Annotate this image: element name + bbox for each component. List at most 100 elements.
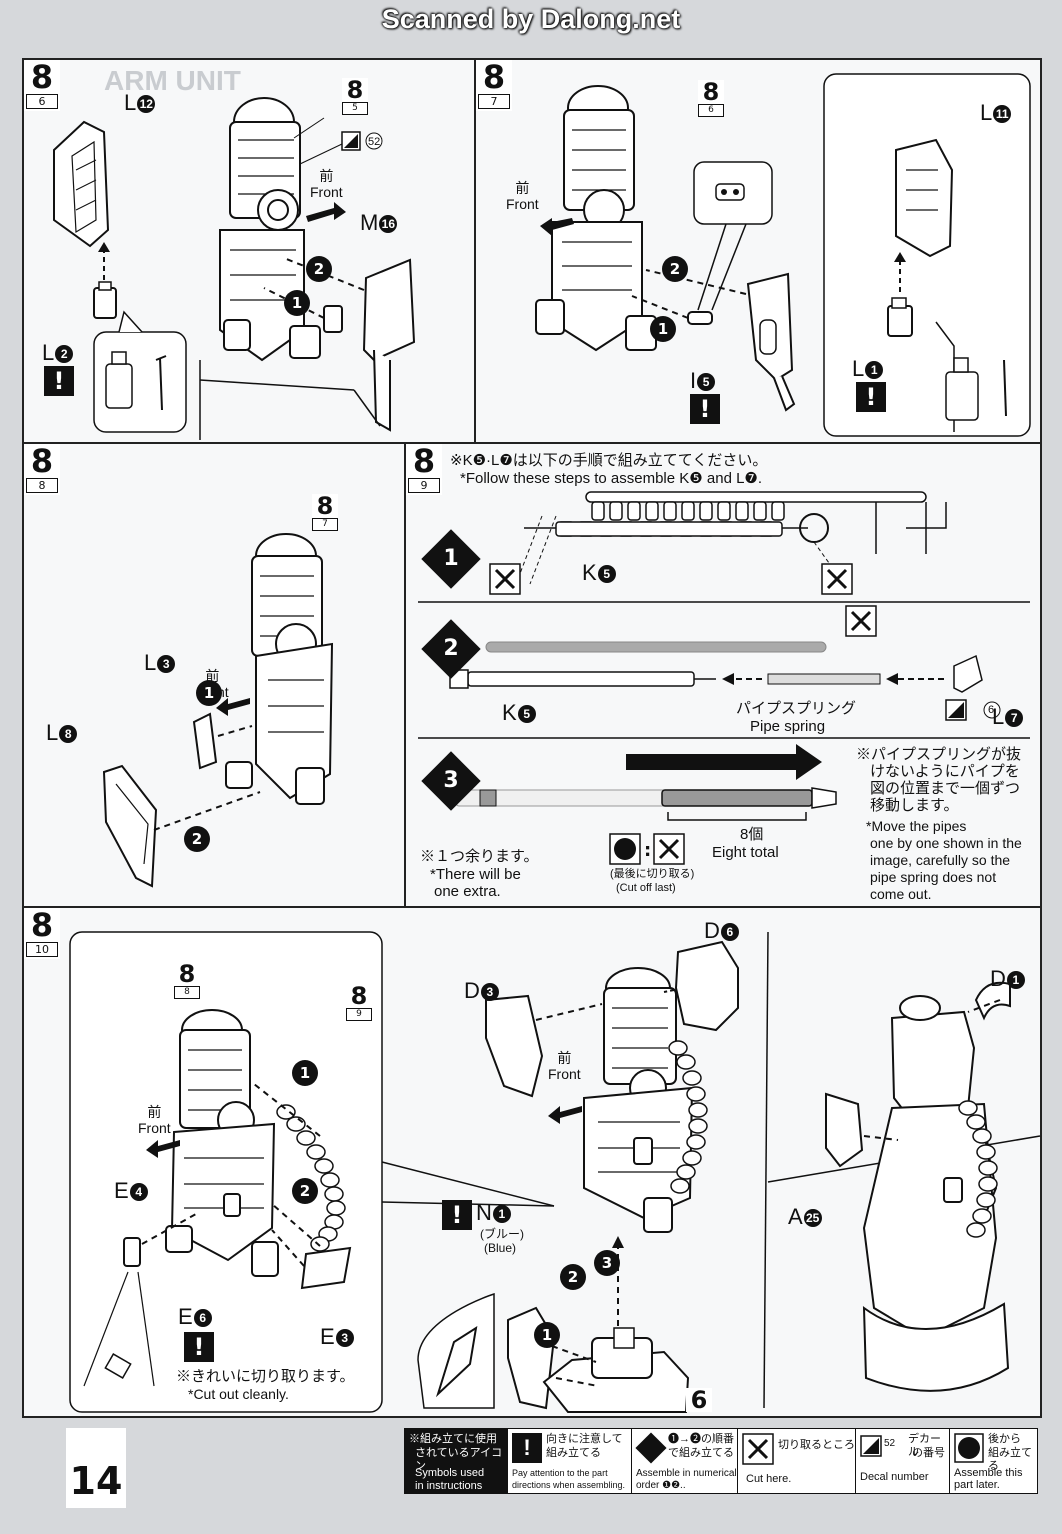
legend-item-attention: ! 向きに注意して 組み立てる Pay attention to the par… xyxy=(507,1429,631,1493)
legend-item-decal: 52 デカール の番号 Decal number xyxy=(855,1429,949,1493)
pipe-segment xyxy=(276,1104,296,1120)
pipe-segment xyxy=(972,1208,992,1224)
runner-gate xyxy=(609,501,623,521)
cut-last-en: (Cut off last) xyxy=(616,882,676,894)
pipe-segment xyxy=(966,1114,986,1130)
runner-gate xyxy=(627,501,641,521)
step-8-10-panel: 8 10 xyxy=(24,908,1042,1418)
svg-text:ARM UNIT: ARM UNIT xyxy=(104,65,241,96)
substep-3-icon: 3 xyxy=(421,751,481,811)
pipe-spring-jp: パイプスプリング xyxy=(736,700,857,717)
pipe-segment xyxy=(976,1192,996,1208)
legend-item-order: ❶→❷の順番 で組み立てる Assemble in numerical orde… xyxy=(631,1429,737,1493)
pipe-spring-en: Pipe spring xyxy=(750,718,826,735)
pipe-segment xyxy=(668,1040,688,1056)
pipe-segment xyxy=(320,1172,340,1188)
pipe-segment xyxy=(686,1086,706,1102)
pipe-segment xyxy=(688,1102,708,1118)
pipe-segment xyxy=(296,1130,316,1146)
cut-here-icon xyxy=(742,1433,774,1465)
pipe-segment xyxy=(682,1150,702,1166)
runner-gate xyxy=(681,501,695,521)
runner-gate xyxy=(771,501,785,521)
count-jp: 8個 xyxy=(740,826,764,843)
substep-2-icon: 2 xyxy=(421,619,481,679)
attention-icon: ! xyxy=(442,1200,472,1230)
pipe-segment xyxy=(682,1070,702,1086)
note-en: *Move the pipes one by one shown in the … xyxy=(866,818,1022,902)
attention-icon: ! xyxy=(512,1433,542,1463)
step-8-8-illustration xyxy=(102,533,334,888)
pipe-segment xyxy=(978,1160,998,1176)
pipe-segment xyxy=(972,1128,992,1144)
assemble-later-icon xyxy=(954,1433,984,1463)
cut-last-jp: (最後に切り取る) xyxy=(610,868,695,880)
order-2-icon: 2 xyxy=(662,256,688,282)
runner-gate xyxy=(735,501,749,521)
note-jp: ※パイプスプリングが抜 けないようにパイプを 図の位置まで一個ずつ 移動します。 xyxy=(856,746,1022,814)
attention-icon: ! xyxy=(44,366,74,396)
instruction-jp: ※K❺·L❼は以下の手順で組み立ててください。 xyxy=(450,452,768,469)
runner-gate xyxy=(717,501,731,521)
pipe-segment xyxy=(286,1116,306,1132)
order-1-icon: 1 xyxy=(284,290,310,316)
blue-en: (Blue) xyxy=(484,1241,517,1255)
pipe-segment xyxy=(978,1176,998,1192)
substep-1-icon: 1 xyxy=(421,529,481,589)
order-1-icon: 1 xyxy=(196,680,222,706)
pipe-segment xyxy=(670,1178,690,1194)
pipe-segment xyxy=(306,1144,326,1160)
decal-number: 6 xyxy=(988,704,995,716)
pipe-segment xyxy=(688,1118,708,1134)
symbol-legend: ※組み立てに使用 されているアイコン Symbols used in instr… xyxy=(404,1428,1038,1494)
step-8-7-illustration xyxy=(535,73,1031,437)
cut-clean-jp: ※きれいに切り取ります。 xyxy=(176,1368,355,1385)
extra-jp: ※１つ余ります。 xyxy=(420,848,539,865)
base-reference-6: 6 xyxy=(686,1388,712,1412)
step-8-6-panel: 8 6 ARM UNIT xyxy=(24,60,476,444)
step-number: 8 10 xyxy=(24,908,60,959)
order-1-icon: 1 xyxy=(650,316,676,342)
pipe-segment xyxy=(976,1144,996,1160)
step-number: 8 9 xyxy=(406,444,442,495)
decal-icon xyxy=(860,1435,882,1457)
legend-item-later: 後から 組み立てる Assemble this part later. xyxy=(949,1429,1037,1493)
svg-text::: : xyxy=(644,840,651,861)
attention-icon: ! xyxy=(856,382,886,412)
step-8-9-illustration: : xyxy=(418,491,1030,865)
order-1-icon-center: 1 xyxy=(534,1322,560,1348)
legend-item-cut: 切り取るところ Cut here. xyxy=(737,1429,855,1493)
blue-jp: (ブルー) xyxy=(480,1227,524,1241)
pipe-segment xyxy=(314,1158,334,1174)
pipe-segment xyxy=(324,1186,344,1202)
pipe-segment xyxy=(310,1236,330,1252)
order-2-icon: 2 xyxy=(184,826,210,852)
order-2-icon: 2 xyxy=(292,1178,318,1204)
cut-clean-en: *Cut out cleanly. xyxy=(188,1386,289,1402)
runner-gate xyxy=(591,501,605,521)
order-1-icon: 1 xyxy=(292,1060,318,1086)
pipe-segment xyxy=(676,1054,696,1070)
step-number: 8 7 xyxy=(476,60,512,111)
step-8-10-illustration xyxy=(69,931,1041,1413)
runner-gate xyxy=(699,501,713,521)
step-number: 8 6 xyxy=(24,60,60,111)
instruction-page: 8 6 ARM UNIT xyxy=(22,58,1042,1418)
